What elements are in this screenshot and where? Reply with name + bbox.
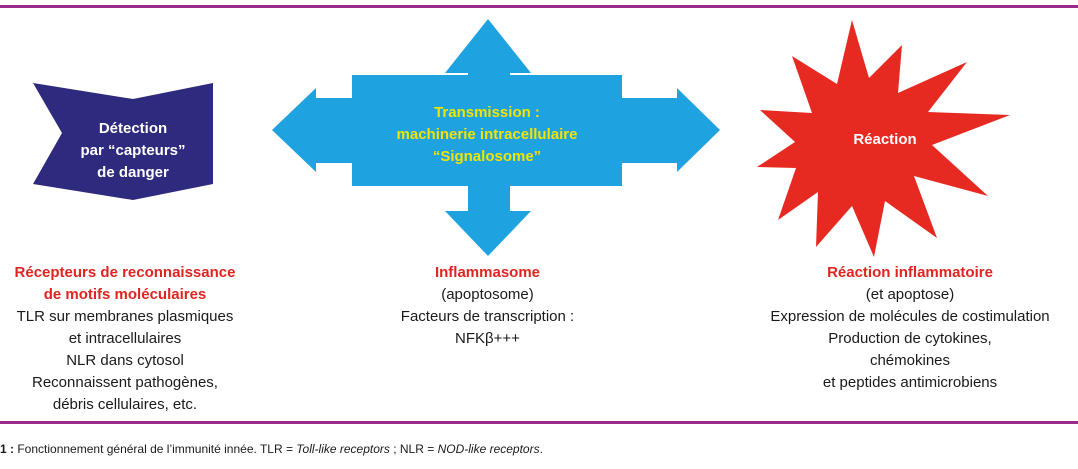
reaction-body-line: Expression de molécules de costimulation: [770, 308, 1050, 325]
caption-term: Toll-like receptors: [296, 442, 390, 456]
transmission-body-line: NFKβ+++: [455, 330, 520, 347]
reaction-description: Réaction inflammatoire (et apoptose) Exp…: [740, 262, 1078, 394]
reaction-starburst: [757, 20, 1010, 257]
detection-heading-line: de motifs moléculaires: [43, 286, 207, 303]
reaction-body-line: (et apoptose): [865, 286, 955, 303]
caption-text: .: [539, 442, 543, 456]
top-rule: [0, 5, 1078, 8]
transmission-label-line: Transmission :: [434, 104, 540, 121]
caption-text: ; NLR =: [389, 442, 438, 456]
detection-label-line: Détection: [98, 120, 168, 137]
transmission-heading-line: Inflammasome: [434, 264, 541, 281]
caption-term: NOD-like receptors: [437, 442, 540, 456]
caption-text: Fonctionnement général de l’immunité inn…: [14, 442, 297, 456]
detection-body-line: et intracellulaires: [68, 330, 182, 347]
reaction-body-line: Production de cytokines,: [828, 330, 992, 347]
reaction-body-line: et peptides antimicrobiens: [822, 374, 998, 391]
transmission-label-line: machinerie intracellulaire: [396, 126, 578, 143]
reaction-label: Réaction: [835, 130, 935, 150]
transmission-body-line: (apoptosome): [441, 286, 534, 303]
detection-body-line: Reconnaissent pathogènes,: [32, 374, 218, 391]
detection-label: Détection par “capteurs” de danger: [48, 118, 218, 184]
reaction-heading-line: Réaction inflammatoire: [827, 264, 993, 281]
detection-chevron-shape: [33, 83, 213, 200]
transmission-cross-arrow: [272, 19, 720, 256]
reaction-body-line: chémokines: [869, 352, 951, 369]
reaction-label-line: Réaction: [853, 131, 917, 148]
transmission-body-line: Facteurs de transcription :: [400, 308, 575, 325]
detection-body-line: débris cellulaires, etc.: [52, 396, 198, 413]
caption-number: 1 :: [0, 442, 15, 456]
detection-description: Récepteurs de reconnaissance de motifs m…: [0, 262, 270, 416]
detection-body-line: NLR dans cytosol: [66, 352, 184, 369]
bottom-rule: [0, 421, 1078, 424]
transmission-label: Transmission : machinerie intracellulair…: [352, 102, 622, 168]
detection-heading-line: Récepteurs de reconnaissance: [14, 264, 236, 281]
transmission-description: Inflammasome (apoptosome) Facteurs de tr…: [365, 262, 610, 350]
detection-body-line: TLR sur membranes plasmiques: [16, 308, 234, 325]
figure-caption: 1 : Fonctionnement général de l’immunité…: [0, 442, 1078, 456]
detection-label-line: de danger: [97, 164, 169, 181]
detection-label-line: par “capteurs”: [80, 142, 186, 159]
transmission-label-line: “Signalosome”: [432, 148, 542, 165]
